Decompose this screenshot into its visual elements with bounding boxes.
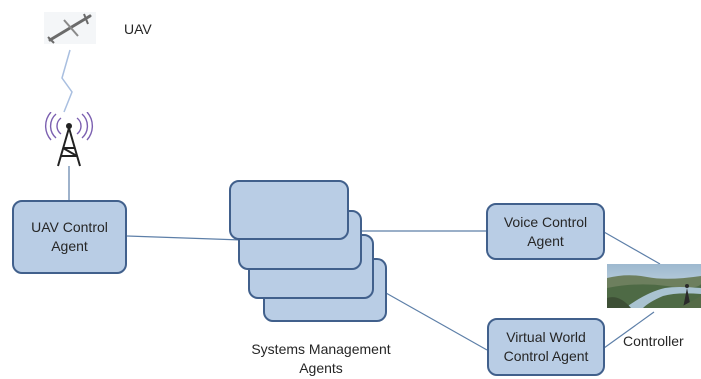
controller-label: Controller (623, 333, 684, 349)
uav-aircraft-icon (44, 12, 96, 44)
voice-control-label-line1: Voice Control (503, 213, 588, 230)
virtual-world-label-line1: Virtual World (506, 329, 586, 345)
line-uav-control-to-systems (125, 235, 243, 241)
controller-landscape-photo (607, 264, 701, 308)
uav-control-label-line1: UAV Control (31, 219, 108, 235)
systems-agent-box-1 (229, 180, 349, 240)
systems-management-label-line1: Systems Management (251, 341, 391, 357)
virtual-world-label-line2: Control Agent (503, 348, 589, 364)
voice-control-agent-box: Voice Control Agent (486, 203, 605, 260)
wireless-link-zigzag (61, 49, 73, 113)
uav-control-agent-box: UAV Control Agent (12, 200, 127, 274)
systems-management-label: Systems Management Agents (226, 340, 416, 378)
line-systems-to-virtual-world (385, 292, 488, 351)
virtual-world-control-agent-box: Virtual World Control Agent (487, 318, 605, 376)
uav-label: UAV (124, 21, 152, 37)
radio-tower-icon (45, 112, 93, 167)
line-virtual-world-to-controller (603, 311, 655, 349)
line-voice-to-controller (603, 231, 661, 265)
systems-management-label-line2: Agents (299, 360, 343, 376)
uav-control-label-line2: Agent (51, 238, 88, 254)
voice-control-label-line2: Agent (527, 232, 564, 249)
